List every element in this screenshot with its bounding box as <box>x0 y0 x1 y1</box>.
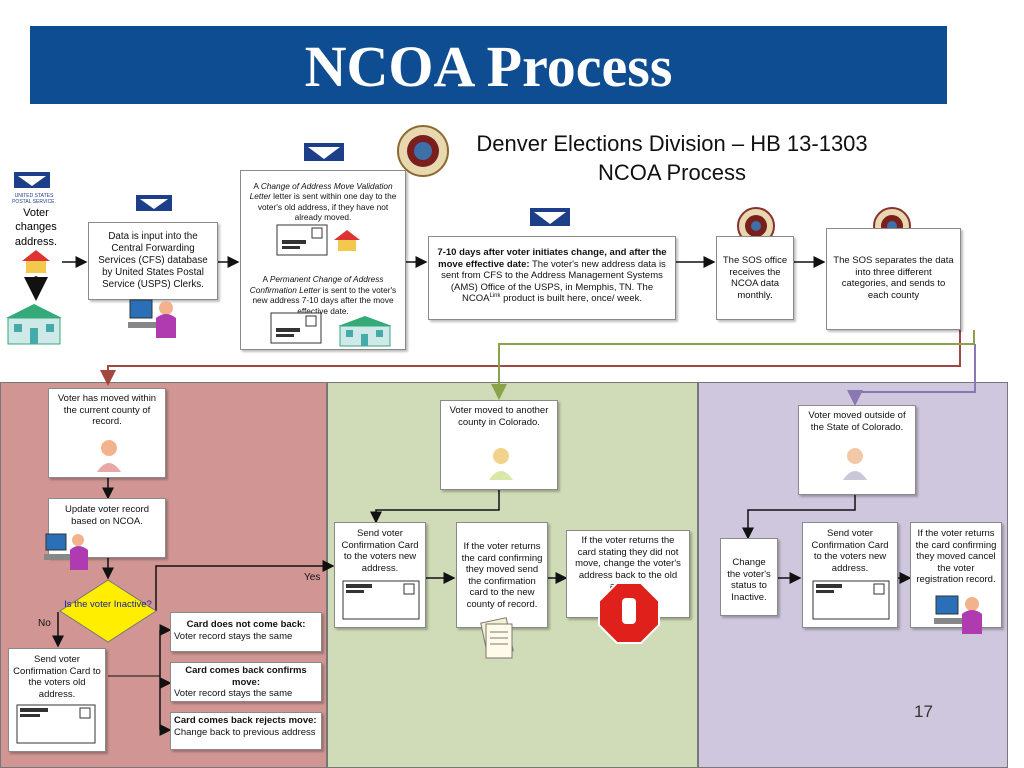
county-seal-icon <box>397 125 449 177</box>
usps-label: UNITED STATES POSTAL SERVICE. <box>12 193 56 205</box>
returns-confirming-box: If the voter returns the card confirming… <box>456 522 548 628</box>
person-icon <box>843 448 867 480</box>
envelope-icon <box>270 312 322 344</box>
ncoa-product-box: 7-10 days after voter initiates change, … <box>428 236 676 320</box>
colorado-seal-icon <box>737 207 775 245</box>
returns-not-moved-box: If the voter returns the card stating th… <box>566 530 690 618</box>
person-icon <box>97 440 121 472</box>
update-voter-record-box: Update voter record based on NCOA. <box>48 498 166 558</box>
change-status-box: Change the voter's status to Inactive. <box>720 538 778 616</box>
clerk-computer-icon <box>44 533 88 570</box>
moved-within-county-box: Voter has moved within the current count… <box>48 388 166 478</box>
envelope-icon <box>276 224 328 256</box>
clerk-computer-icon <box>934 595 982 634</box>
slide-title: NCOA Process <box>304 34 673 99</box>
permanent-letter-text: A Permanent Change of Address Confirmati… <box>249 274 397 316</box>
usps-eagle-icon <box>530 208 570 226</box>
card-rejects-box: Card comes back rejects move:Change back… <box>170 712 322 750</box>
clerk-computer-icon <box>128 299 176 338</box>
person-icon <box>489 448 513 480</box>
validation-letter-text: A Change of Address Move Validation Lett… <box>249 181 397 223</box>
diagram-title-line1: Denver Elections Division – HB 13-1303 <box>476 131 868 156</box>
yes-label: Yes <box>304 572 321 583</box>
moved-colorado-box: Voter moved to another county in Colorad… <box>440 400 558 490</box>
card-not-back-box: Card does not come back:Voter record sta… <box>170 612 322 652</box>
sos-receives-box: The SOS office receives the NCOA data mo… <box>716 236 794 320</box>
sos-separates-box: The SOS separates the data into three di… <box>826 228 961 330</box>
cfs-database-box: Data is input into the Central Forwardin… <box>88 222 218 300</box>
envelope-icon <box>342 580 420 620</box>
usps-eagle-icon <box>136 195 172 211</box>
page-number: 17 <box>914 702 933 721</box>
envelope-icon <box>16 704 96 744</box>
usps-eagle-icon <box>14 172 50 188</box>
card-confirms-box: Card comes back confirms move:Voter reco… <box>170 662 322 702</box>
title-banner <box>30 26 947 104</box>
usps-eagle-icon <box>304 143 344 161</box>
letters-box: A Change of Address Move Validation Lett… <box>240 170 406 350</box>
document-stack-icon <box>480 617 514 659</box>
stop-sign-icon <box>598 582 660 644</box>
is-voter-inactive-decision: Is the voter Inactive? <box>64 599 152 610</box>
voter-changes-address-label: Voter changes address. <box>14 207 58 248</box>
house-icon <box>334 230 360 251</box>
envelope-icon <box>812 580 890 620</box>
building-icon <box>338 316 392 347</box>
diagram-title-line2: NCOA Process <box>598 160 746 185</box>
house-icon <box>22 250 50 273</box>
building-icon <box>6 304 62 345</box>
no-label: No <box>38 618 51 629</box>
